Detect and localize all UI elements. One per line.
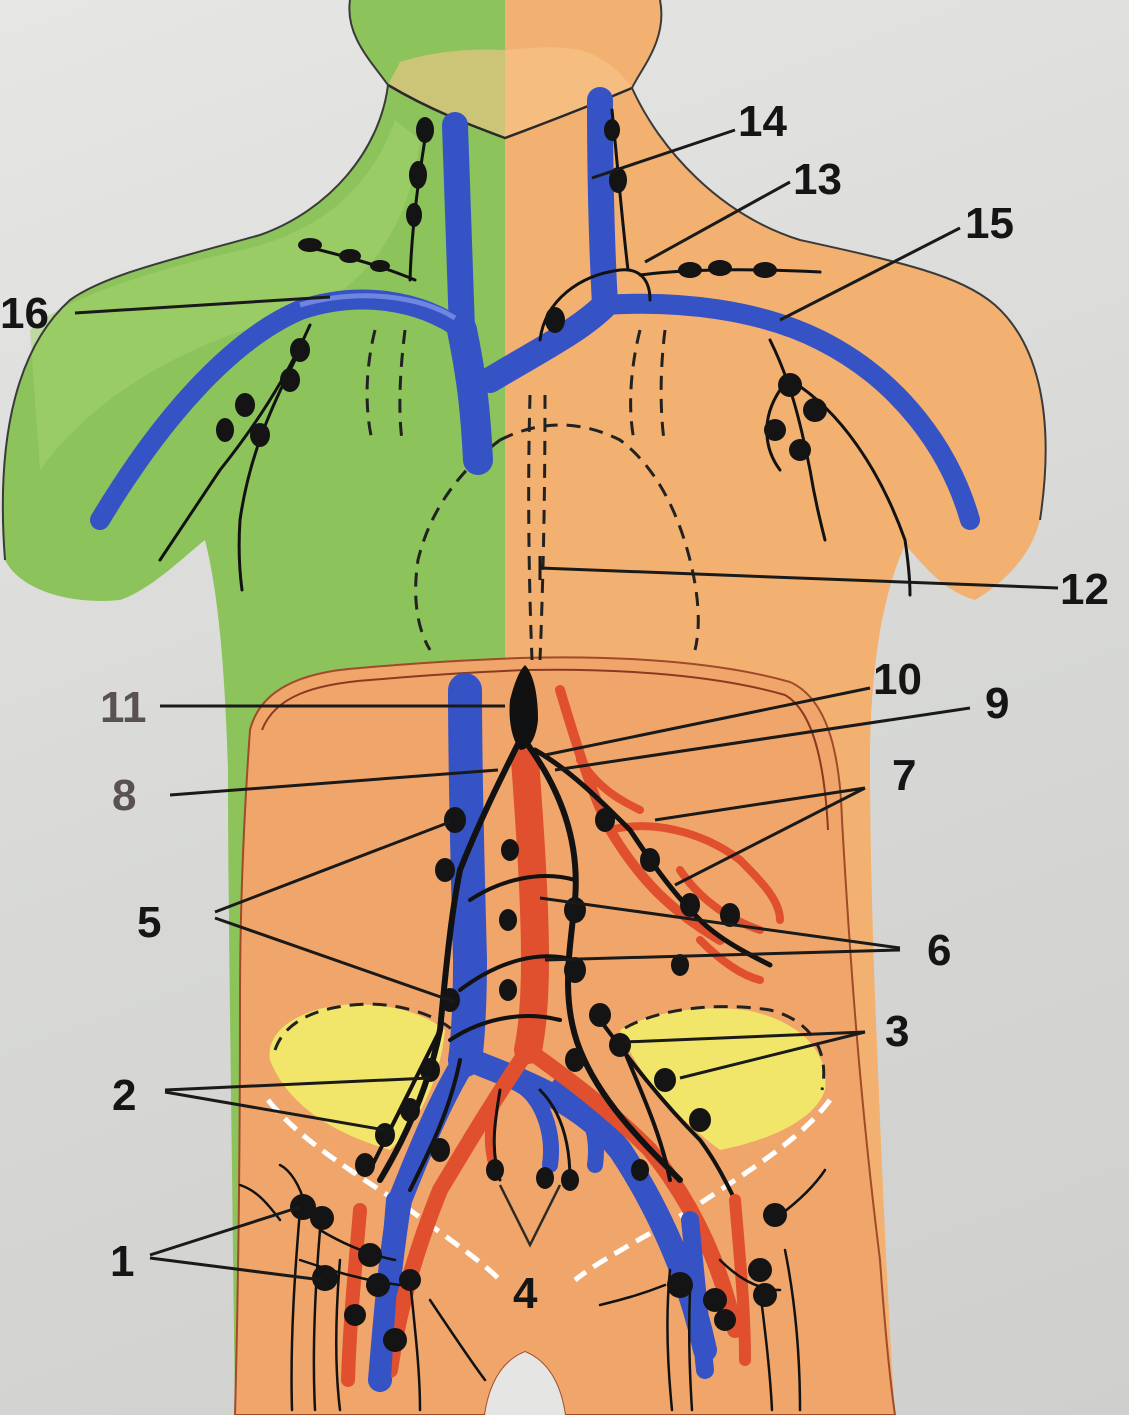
node: [678, 262, 702, 278]
node: [545, 307, 565, 333]
node: [565, 1048, 585, 1072]
node: [298, 238, 322, 252]
node: [803, 398, 827, 422]
node: [714, 1309, 736, 1331]
node: [640, 848, 660, 872]
node: [564, 957, 586, 983]
node: [748, 1258, 772, 1282]
node: [499, 979, 517, 1001]
label-15: 15: [965, 199, 1014, 248]
node: [444, 807, 466, 833]
node: [358, 1243, 382, 1267]
brachiocephalic-left: [462, 330, 478, 460]
node: [753, 262, 777, 278]
label-2: 2: [112, 1071, 136, 1120]
label-9: 9: [985, 679, 1009, 728]
node: [400, 1098, 420, 1122]
node: [235, 393, 255, 417]
node: [406, 203, 422, 227]
node: [778, 373, 802, 397]
abdominal-aorta: [525, 760, 535, 1050]
label-16: 16: [0, 289, 49, 338]
node: [375, 1123, 395, 1147]
node: [366, 1273, 390, 1297]
label-1: 1: [110, 1237, 134, 1286]
node: [344, 1304, 366, 1326]
node: [499, 909, 517, 931]
node: [435, 858, 455, 882]
node: [708, 260, 732, 276]
node: [216, 418, 234, 442]
node: [486, 1159, 504, 1181]
node: [416, 117, 434, 143]
node: [280, 368, 300, 392]
node: [355, 1153, 375, 1177]
label-13: 13: [793, 155, 842, 204]
node: [789, 439, 811, 461]
node: [604, 119, 620, 141]
node: [339, 249, 361, 263]
node: [595, 808, 615, 832]
node: [409, 161, 427, 189]
node: [561, 1169, 579, 1191]
node: [589, 1003, 611, 1027]
label-5: 5: [137, 898, 161, 947]
node: [536, 1167, 554, 1189]
node: [689, 1108, 711, 1132]
node: [654, 1068, 676, 1092]
node: [399, 1269, 421, 1291]
node: [631, 1159, 649, 1181]
inferior-vena-cava: [465, 690, 470, 1060]
label-3: 3: [885, 1007, 909, 1056]
label-6: 6: [927, 926, 951, 975]
label-4: 4: [513, 1269, 538, 1318]
node: [609, 1033, 631, 1057]
label-10: 10: [873, 655, 922, 704]
node: [753, 1283, 777, 1307]
node: [680, 893, 700, 917]
node: [290, 338, 310, 362]
node: [763, 1203, 787, 1227]
node: [501, 839, 519, 861]
node: [383, 1328, 407, 1352]
node: [703, 1288, 727, 1312]
node: [430, 1138, 450, 1162]
label-14: 14: [738, 97, 787, 146]
node: [250, 423, 270, 447]
label-12: 12: [1060, 565, 1109, 614]
label-7: 7: [892, 751, 916, 800]
node: [667, 1272, 693, 1298]
node: [310, 1206, 334, 1230]
left-jugular-vein: [455, 125, 462, 330]
label-11: 11: [100, 683, 147, 732]
node: [764, 419, 786, 441]
label-8: 8: [112, 771, 136, 820]
node: [370, 260, 390, 272]
